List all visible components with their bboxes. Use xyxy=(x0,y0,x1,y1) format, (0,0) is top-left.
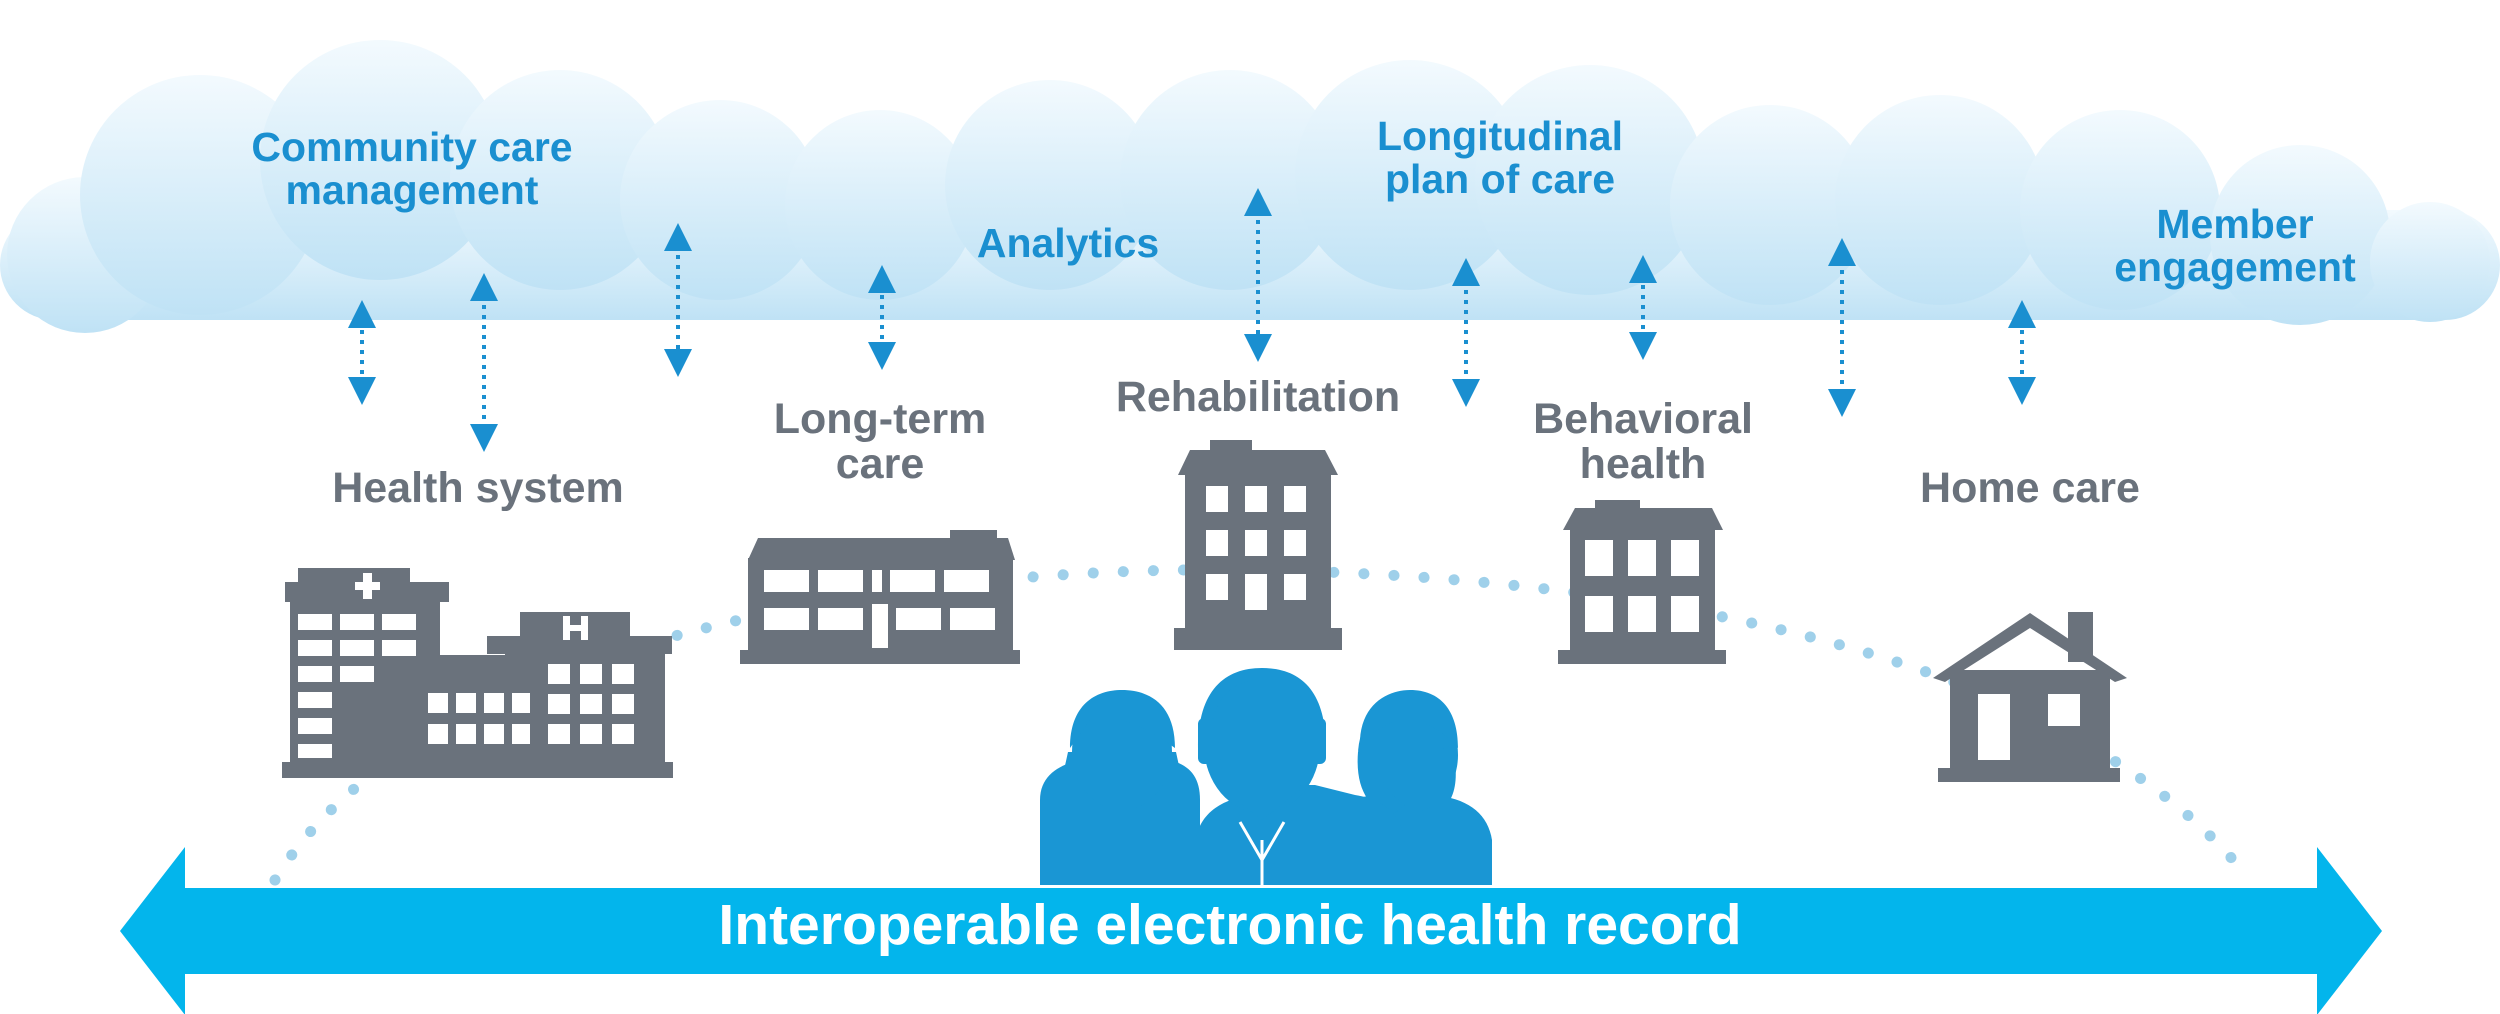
long-term-care-line-2: care xyxy=(835,440,925,489)
member-engagement-line-1: Member xyxy=(2156,201,2314,247)
behavioral-health-building-icon xyxy=(1558,500,1726,664)
person-left-icon xyxy=(1040,690,1200,885)
community-care-management-line-2: management xyxy=(285,167,539,214)
exchange-arrows xyxy=(348,188,2036,452)
exchange-arrow xyxy=(868,265,896,370)
behavioral-health-line-2: health xyxy=(1579,440,1707,489)
exchange-arrow xyxy=(664,223,692,377)
person-center-icon xyxy=(1195,668,1405,885)
exchange-arrow xyxy=(1244,188,1272,362)
house-icon xyxy=(1933,612,2127,782)
health-system-label: Health system xyxy=(332,464,624,512)
behavioral-health-line-1: Behavioral xyxy=(1533,395,1753,443)
hospital-campus-icon xyxy=(282,568,673,778)
long-term-care-line-1: Long-term xyxy=(773,395,987,443)
exchange-arrow xyxy=(1452,258,1480,407)
longitudinal-plan-line-1: Longitudinal xyxy=(1377,113,1623,159)
home-care-label: Home care xyxy=(1920,464,2140,512)
exchange-arrow xyxy=(2008,300,2036,405)
patient-family-icon xyxy=(1040,668,1492,885)
cloud xyxy=(0,40,2500,333)
rehabilitation-building-icon xyxy=(1174,440,1342,650)
long-term-care-building-icon xyxy=(740,530,1020,664)
ehr-bar-label: Interoperable electronic health record xyxy=(718,893,1742,957)
exchange-arrow xyxy=(1629,255,1657,360)
double-headed-arrow-icon xyxy=(120,847,2382,1014)
rehabilitation-label: Rehabilitation xyxy=(1115,373,1401,421)
analytics-label: Analytics xyxy=(976,220,1160,266)
community-care-management-line-1: Community care xyxy=(251,124,573,170)
exchange-arrow xyxy=(348,300,376,405)
exchange-arrow xyxy=(1828,238,1856,417)
exchange-arrow xyxy=(470,273,498,452)
longitudinal-plan-line-2: plan of care xyxy=(1384,156,1616,203)
member-engagement-line-2: engagement xyxy=(2114,244,2356,291)
